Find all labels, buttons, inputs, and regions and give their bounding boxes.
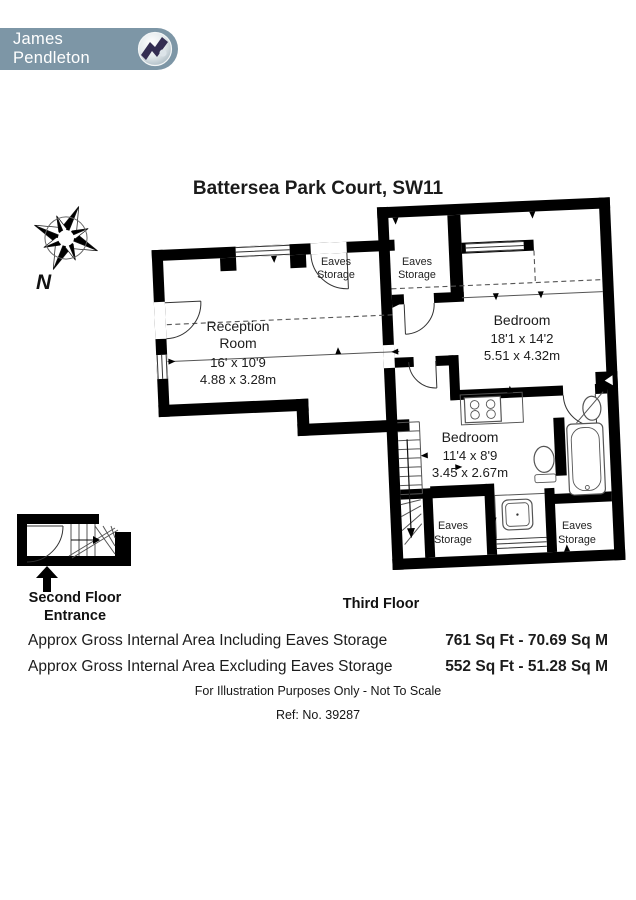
second-floor-entrance-plan [17, 514, 131, 566]
toilet-icon [533, 445, 555, 473]
third-floor-label: Third Floor [342, 596, 420, 612]
room-labels: Reception Room 16' x 10'9 4.88 x 3.28m E… [200, 256, 596, 546]
eaves-storage-label: Storage [317, 269, 355, 281]
entrance-up-arrow-icon [36, 566, 58, 592]
eaves-storage-label: Eaves [438, 520, 469, 532]
brand-logo: James Pendleton [0, 28, 178, 70]
walls [151, 197, 626, 571]
eaves-storage-label: Storage [398, 269, 436, 281]
bedroom1-dim-metric: 5.51 x 4.32m [484, 348, 560, 363]
eaves-storage-label: Eaves [562, 520, 593, 532]
eaves-storage-label: Storage [434, 534, 472, 546]
sink-icon [582, 395, 602, 421]
eaves-storage-label: Eaves [402, 256, 433, 268]
area-value: 552 Sq Ft - 51.28 Sq M [445, 658, 608, 675]
brand-name: James Pendleton [13, 30, 91, 67]
bath-fixtures [533, 391, 607, 496]
area-row-excluding: Approx Gross Internal Area Excluding Eav… [28, 658, 608, 676]
bedroom2-name: Bedroom [442, 429, 499, 445]
eaves-dashed-lines [166, 250, 603, 326]
compass-rose-icon: N [34, 206, 98, 294]
reception-room-name-2: Room [219, 335, 256, 351]
reference-number: Ref: No. 39287 [275, 708, 361, 722]
area-row-including: Approx Gross Internal Area Including Eav… [28, 632, 608, 650]
reception-dim-metric: 4.88 x 3.28m [200, 372, 276, 387]
bedroom2-dim-metric: 3.45 x 2.67m [432, 465, 508, 480]
third-floor-plan: Reception Room 16' x 10'9 4.88 x 3.28m E… [151, 197, 626, 571]
area-label: Approx Gross Internal Area Including Eav… [28, 632, 388, 649]
north-label: N [36, 271, 52, 294]
eaves-storage-label: Storage [558, 534, 596, 546]
measure-ticks [168, 211, 613, 552]
page-title: Battersea Park Court, SW11 [192, 178, 444, 199]
eaves-storage-label: Eaves [321, 256, 352, 268]
ceiling-lines [167, 291, 603, 539]
stairs [397, 421, 423, 545]
disclaimer-text: For Illustration Purposes Only - Not To … [194, 684, 442, 698]
area-label: Approx Gross Internal Area Excluding Eav… [28, 658, 393, 675]
second-floor-entrance-label: Second Floor Entrance [28, 590, 122, 624]
mini-walls [17, 514, 131, 566]
windows [156, 241, 547, 549]
reception-room-name: Reception [206, 318, 269, 334]
skylight-icon [501, 498, 534, 531]
mini-door-swing [26, 525, 64, 563]
bedroom1-name: Bedroom [494, 312, 551, 328]
brand-sphere-icon [137, 31, 173, 67]
bedroom1-dim-imperial: 18'1 x 14'2 [491, 331, 554, 346]
reception-dim-imperial: 16' x 10'9 [210, 355, 266, 370]
hob-icon [463, 395, 502, 424]
bedroom2-dim-imperial: 11'4 x 8'9 [443, 448, 498, 463]
mini-stairs [68, 524, 119, 559]
area-value: 761 Sq Ft - 70.69 Sq M [445, 632, 608, 649]
